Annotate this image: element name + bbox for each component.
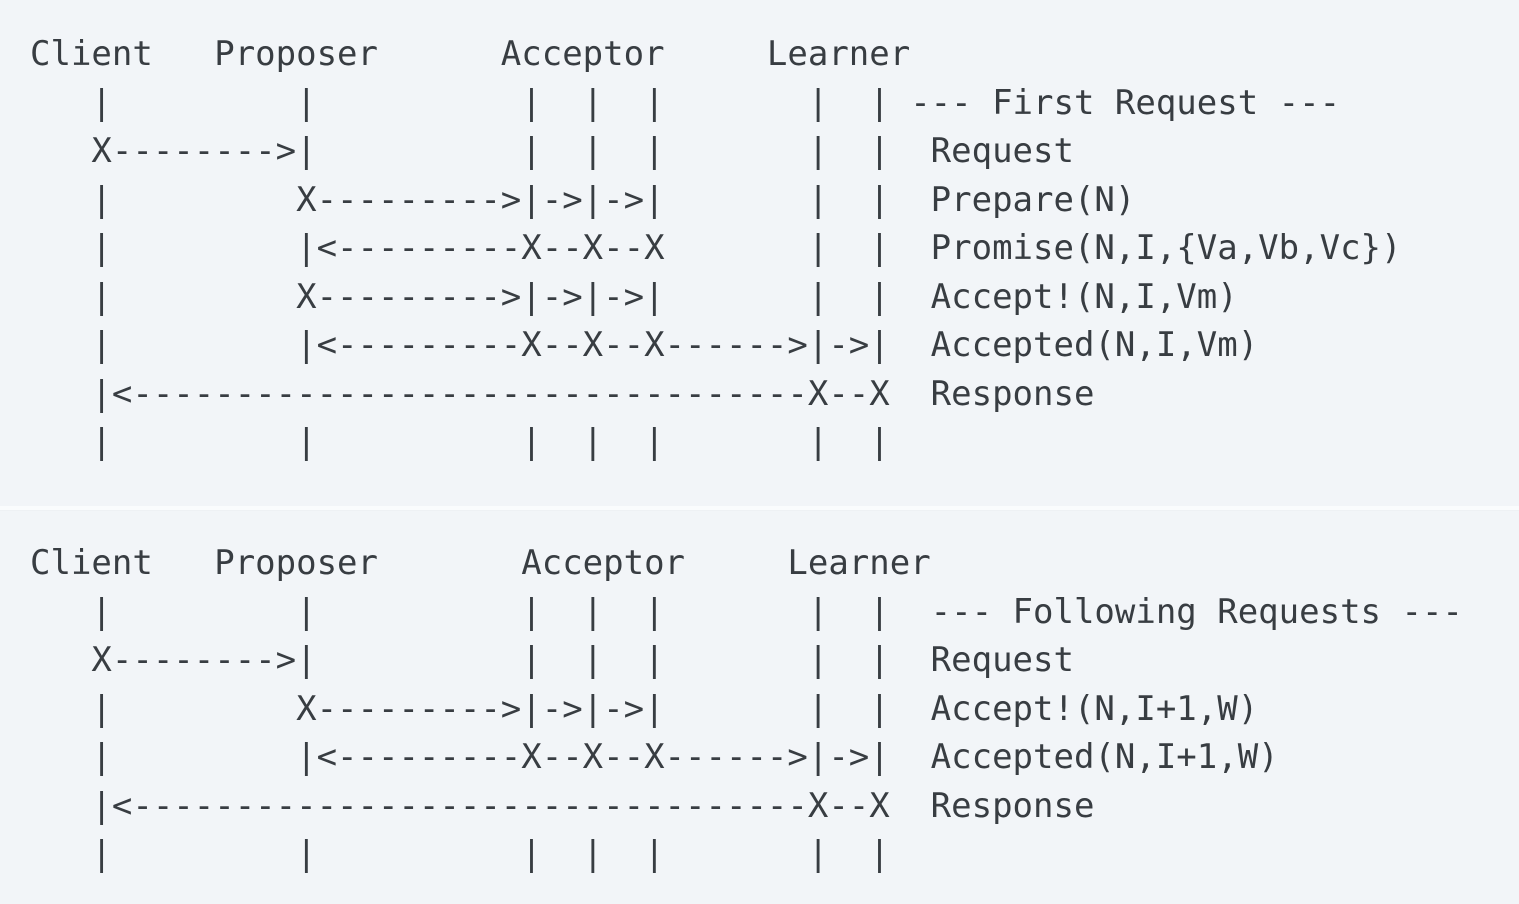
following-requests-ascii-diagram: Client Proposer Acceptor Learner | | | |… — [0, 510, 1519, 904]
first-request-ascii-diagram: Client Proposer Acceptor Learner | | | |… — [30, 34, 1402, 462]
